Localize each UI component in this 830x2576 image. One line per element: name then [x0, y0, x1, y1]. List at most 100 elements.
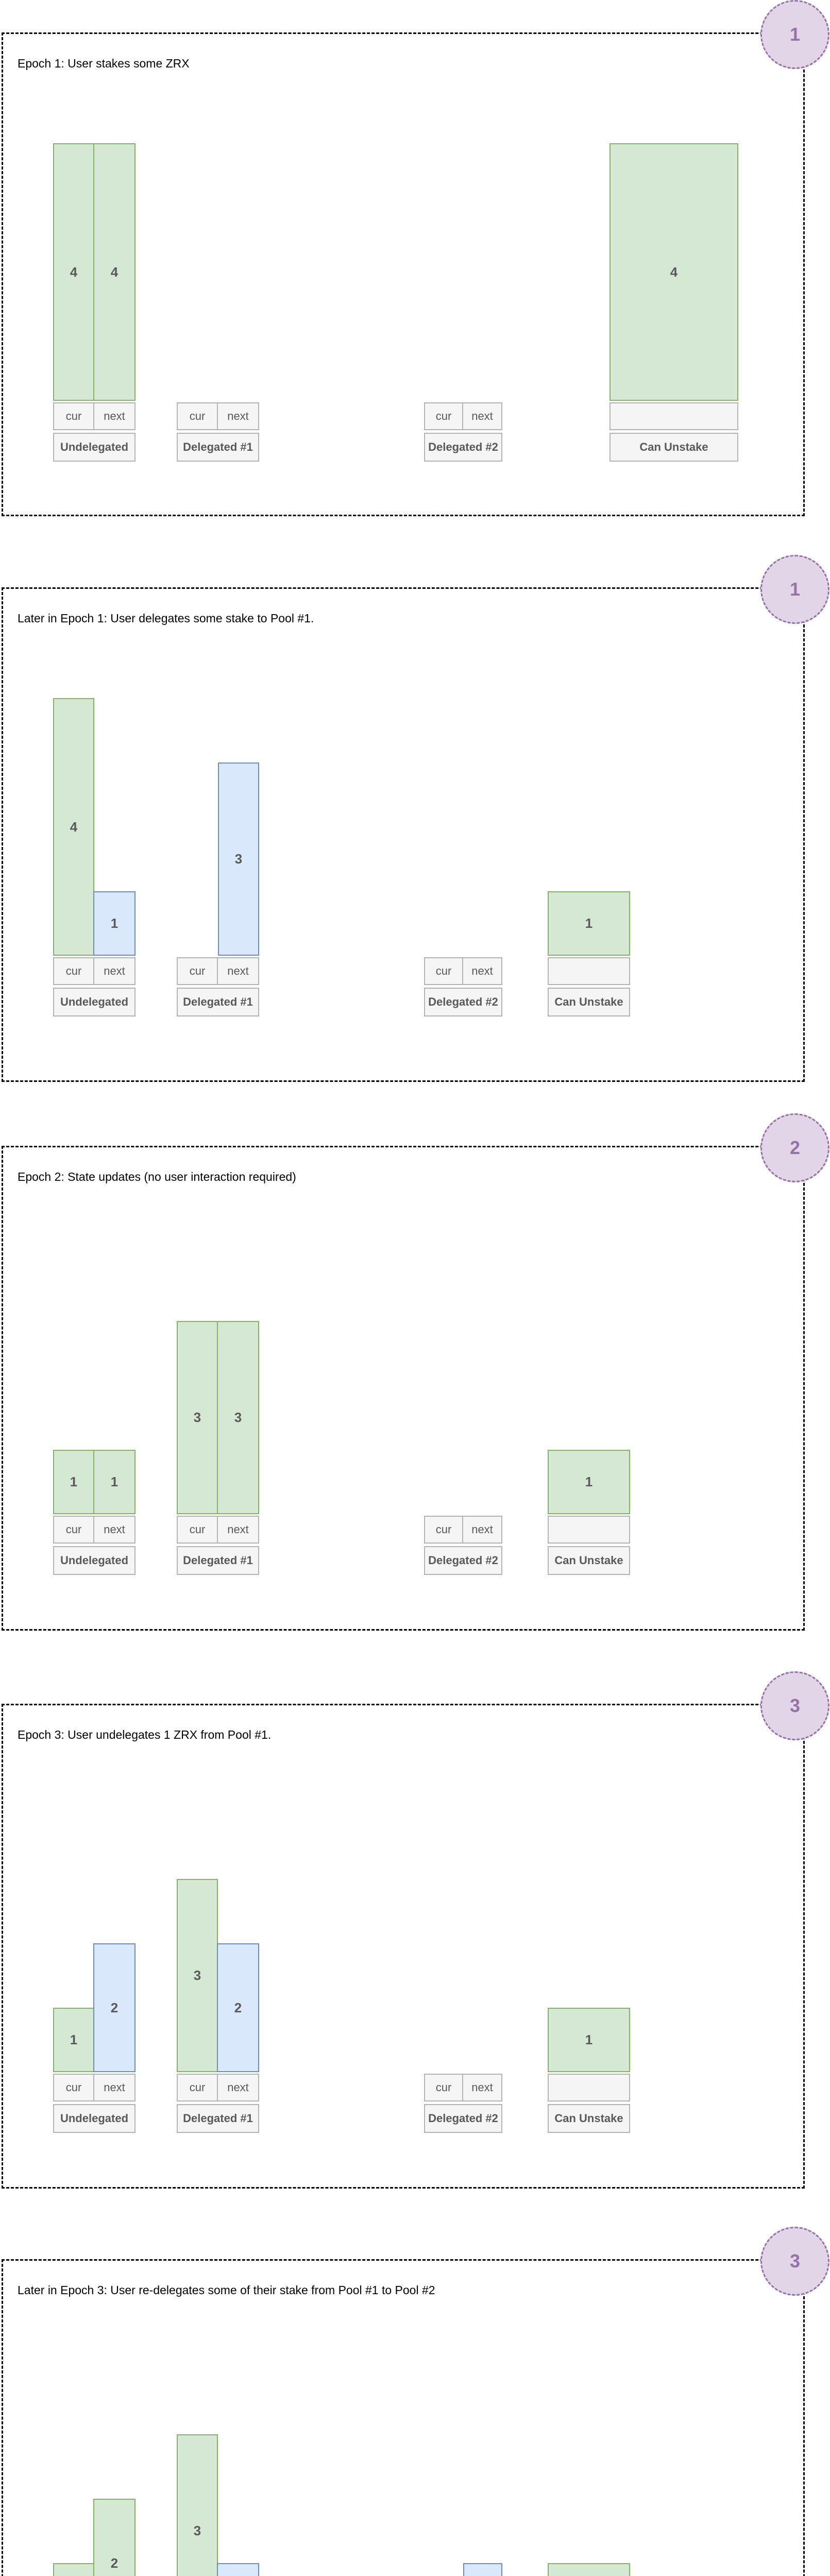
bar-value: 2 — [110, 2555, 118, 2571]
col-header-next: next — [217, 2074, 259, 2102]
epoch-panel-2: Later in Epoch 1: User delegates some st… — [2, 555, 829, 1082]
panel-title: Epoch 2: State updates (no user interact… — [18, 1170, 296, 1183]
bar-value: 1 — [585, 916, 593, 931]
col-header-next: next — [93, 2074, 135, 2102]
epoch-panel-5: Later in Epoch 3: User re-delegates some… — [2, 2227, 829, 2576]
group-name-delegated-1: Delegated #1 — [177, 988, 259, 1016]
group-name-delegated-2: Delegated #2 — [424, 433, 502, 462]
col-header-cur: cur — [177, 957, 218, 985]
col-header-blank — [548, 2074, 630, 2102]
col-header-cur: cur — [53, 402, 94, 430]
bar-value: 1 — [70, 1474, 78, 1489]
bar-undelegated-next: 4 — [93, 143, 135, 401]
bar-delegated-2-next: 1 — [463, 2563, 502, 2576]
bar-undelegated-cur: 1 — [53, 1450, 94, 1514]
bar-value: 1 — [110, 1474, 118, 1489]
epoch-badge: 3 — [760, 2227, 829, 2296]
bar-value: 3 — [234, 851, 243, 867]
bar-undelegated-cur: 1 — [53, 2563, 94, 2576]
panel-title: Later in Epoch 3: User re-delegates some… — [18, 2283, 435, 2297]
epoch-badge: 1 — [760, 0, 829, 69]
bar-value: 1 — [110, 916, 118, 931]
col-header-cur: cur — [177, 1516, 218, 1544]
panel-title: Epoch 1: User stakes some ZRX — [18, 57, 190, 70]
col-header-cur: cur — [177, 402, 218, 430]
bar-delegated-1-cur: 3 — [177, 1879, 218, 2072]
bar-value: 4 — [70, 819, 78, 835]
bar-undelegated-next: 1 — [93, 1450, 135, 1514]
group-name-can-unstake: Can Unstake — [609, 433, 738, 462]
group-name-delegated-1: Delegated #1 — [177, 2104, 259, 2133]
bar-undelegated-next: 1 — [93, 891, 135, 956]
bar-value: 2 — [234, 1999, 242, 2015]
col-header-next: next — [217, 1516, 259, 1544]
col-header-next: next — [462, 402, 502, 430]
col-header-cur: cur — [53, 2074, 94, 2102]
bar-undelegated-cur: 4 — [53, 698, 94, 956]
bar-delegated-1-cur: 3 — [177, 2434, 218, 2576]
group-name-can-unstake: Can Unstake — [548, 2104, 630, 2133]
bar-undelegated-next: 2 — [93, 1943, 135, 2072]
col-header-cur: cur — [177, 2074, 218, 2102]
col-header-next: next — [462, 957, 502, 985]
panel-title: Later in Epoch 1: User delegates some st… — [18, 612, 314, 625]
bar-delegated-1-next: 1 — [217, 2563, 259, 2576]
col-header-blank — [548, 957, 630, 985]
group-name-delegated-1: Delegated #1 — [177, 1546, 259, 1575]
panel-title: Epoch 3: User undelegates 1 ZRX from Poo… — [18, 1728, 272, 1741]
col-header-next: next — [462, 2074, 502, 2102]
epoch-badge: 1 — [760, 555, 829, 624]
col-header-blank — [609, 402, 738, 430]
group-name-delegated-1: Delegated #1 — [177, 433, 259, 462]
group-name-undelegated: Undelegated — [53, 2104, 135, 2133]
bar-can-unstake-full: 1 — [548, 2563, 630, 2576]
group-name-undelegated: Undelegated — [53, 433, 135, 462]
bar-value: 3 — [193, 1968, 201, 1983]
bar-value: 2 — [110, 1999, 118, 2015]
bar-can-unstake-full: 1 — [548, 1450, 630, 1514]
bar-undelegated-cur: 1 — [53, 2008, 94, 2072]
col-header-cur: cur — [424, 957, 463, 985]
bar-value: 4 — [70, 264, 78, 280]
col-header-cur: cur — [424, 1516, 463, 1544]
col-header-next: next — [217, 402, 259, 430]
bar-value: 1 — [70, 2032, 78, 2047]
bar-value: 1 — [585, 1474, 593, 1489]
bar-delegated-1-next: 2 — [217, 1943, 259, 2072]
bar-value: 3 — [193, 2523, 201, 2538]
bar-undelegated-cur: 4 — [53, 143, 94, 401]
bar-delegated-1-next: 3 — [218, 762, 259, 956]
group-name-delegated-2: Delegated #2 — [424, 1546, 502, 1575]
group-name-delegated-2: Delegated #2 — [424, 988, 502, 1016]
bar-value: 4 — [670, 264, 678, 280]
group-name-can-unstake: Can Unstake — [548, 988, 630, 1016]
epoch-panel-3: Epoch 2: State updates (no user interact… — [2, 1113, 829, 1631]
bar-delegated-1-next: 3 — [217, 1321, 259, 1514]
col-header-next: next — [93, 402, 135, 430]
group-name-delegated-2: Delegated #2 — [424, 2104, 502, 2133]
bar-value: 1 — [585, 2032, 593, 2047]
bar-value: 3 — [193, 1410, 201, 1425]
bar-value: 4 — [110, 264, 118, 280]
col-header-cur: cur — [424, 402, 463, 430]
col-header-next: next — [462, 1516, 502, 1544]
col-header-cur: cur — [424, 2074, 463, 2102]
col-header-blank — [548, 1516, 630, 1544]
epoch-badge: 3 — [760, 1671, 829, 1740]
col-header-cur: cur — [53, 1516, 94, 1544]
bar-can-unstake-full: 4 — [609, 143, 738, 401]
col-header-next: next — [93, 957, 135, 985]
bar-can-unstake-full: 1 — [548, 2008, 630, 2072]
bar-can-unstake-full: 1 — [548, 891, 630, 956]
group-name-can-unstake: Can Unstake — [548, 1546, 630, 1575]
epoch-panel-4: Epoch 3: User undelegates 1 ZRX from Poo… — [2, 1671, 829, 2189]
col-header-cur: cur — [53, 957, 94, 985]
bar-undelegated-next: 2 — [93, 2499, 135, 2576]
col-header-next: next — [93, 1516, 135, 1544]
group-name-undelegated: Undelegated — [53, 1546, 135, 1575]
bar-value: 3 — [234, 1410, 242, 1425]
epoch-badge: 2 — [760, 1113, 829, 1182]
group-name-undelegated: Undelegated — [53, 988, 135, 1016]
